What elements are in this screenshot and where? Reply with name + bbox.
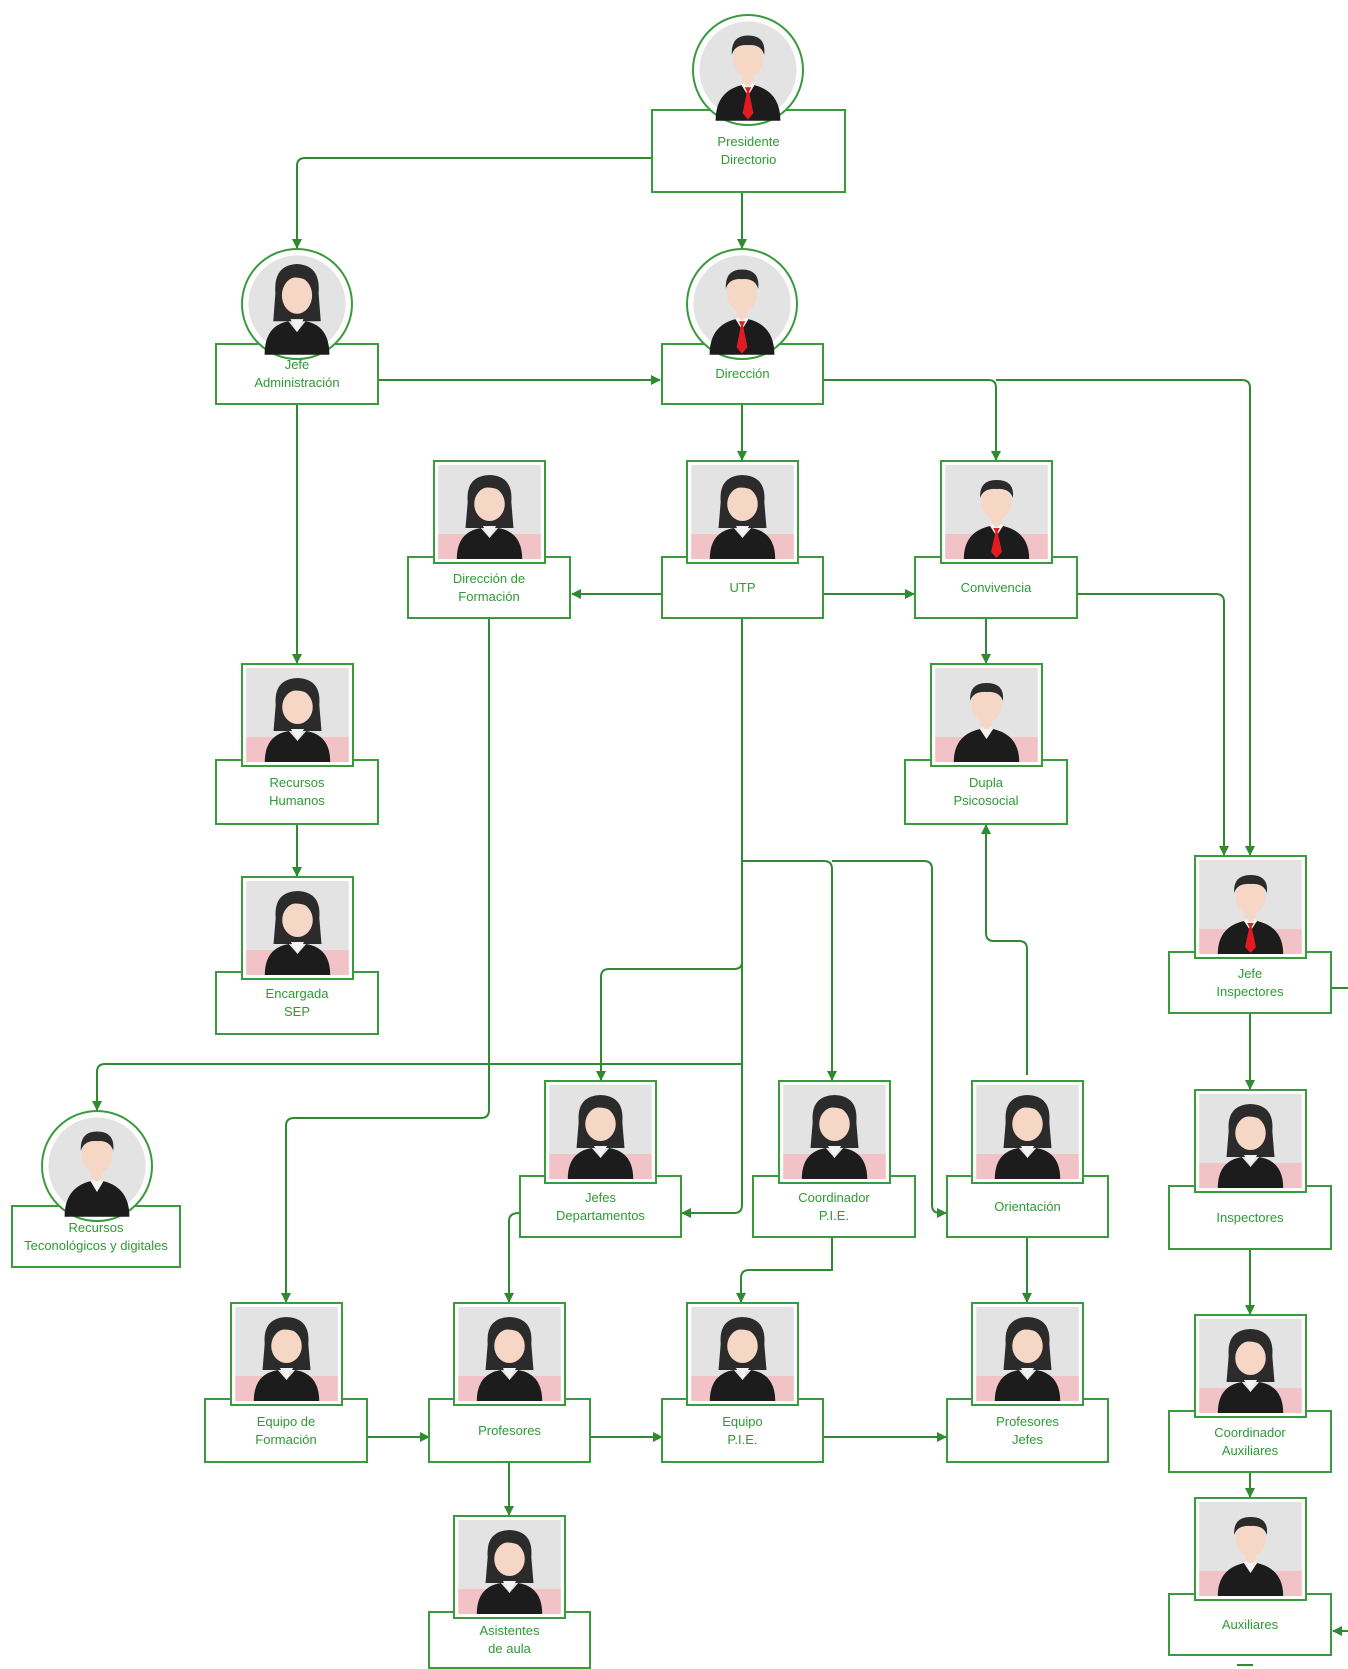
connector [92, 1063, 742, 1111]
female-avatar-icon [1194, 1314, 1307, 1418]
male-avatar-icon [930, 663, 1043, 767]
female-avatar-icon [1194, 1089, 1307, 1193]
female-avatar-icon [433, 460, 546, 564]
node-profesores[interactable]: Profesores [428, 1398, 591, 1463]
connector [596, 961, 743, 1081]
connector [292, 157, 651, 249]
connector [1077, 593, 1229, 856]
node-jefe-insp[interactable]: Jefe Inspectores [1168, 951, 1332, 1014]
node-equipo-pie[interactable]: Equipo P.I.E. [661, 1398, 824, 1463]
connector [832, 860, 947, 1218]
node-rrhh[interactable]: Recursos Humanos [215, 759, 379, 825]
connector [996, 379, 1255, 856]
node-convivencia[interactable]: Convivencia [914, 556, 1078, 619]
node-coord-pie[interactable]: Coordinador P.I.E. [752, 1175, 916, 1238]
node-inspectores[interactable]: Inspectores [1168, 1185, 1332, 1250]
male-avatar-icon [41, 1110, 153, 1222]
female-avatar-icon [971, 1302, 1084, 1406]
node-asistentes[interactable]: Asistentes de aula [428, 1611, 591, 1669]
female-avatar-icon [453, 1515, 566, 1619]
connector [736, 1238, 833, 1303]
connector [504, 1212, 520, 1303]
node-jefes-dep[interactable]: Jefes Departamentos [519, 1175, 682, 1238]
connector [824, 379, 1001, 461]
node-utp[interactable]: UTP [661, 556, 824, 619]
male-avatar-icon [1194, 1497, 1307, 1601]
node-auxiliares[interactable]: Auxiliares [1168, 1593, 1332, 1656]
female-avatar-icon [241, 248, 353, 360]
node-coord-aux[interactable]: Coordinador Auxiliares [1168, 1410, 1332, 1473]
female-avatar-icon [241, 876, 354, 980]
female-avatar-icon [686, 1302, 799, 1406]
female-avatar-icon [544, 1080, 657, 1184]
female-avatar-icon [971, 1080, 1084, 1184]
connector [281, 619, 490, 1303]
node-prof-jefes[interactable]: Profesores Jefes [946, 1398, 1109, 1463]
female-avatar-icon [686, 460, 799, 564]
male-tie-avatar-icon [692, 14, 804, 126]
node-dupla[interactable]: Dupla Psicosocial [904, 759, 1068, 825]
connector [742, 860, 837, 1081]
node-orientacion[interactable]: Orientación [946, 1175, 1109, 1238]
node-equipo-form[interactable]: Equipo de Formación [204, 1398, 368, 1463]
male-tie-avatar-icon [940, 460, 1053, 564]
node-recursos-tec[interactable]: Recursos Teconológicos y digitales [11, 1205, 181, 1268]
connector [981, 824, 1028, 1075]
node-formacion[interactable]: Dirección de Formación [407, 556, 571, 619]
female-avatar-icon [241, 663, 354, 767]
male-tie-avatar-icon [1194, 855, 1307, 959]
connector [681, 619, 743, 1218]
female-avatar-icon [230, 1302, 343, 1406]
male-tie-avatar-icon [686, 248, 798, 360]
node-sep[interactable]: Encargada SEP [215, 971, 379, 1035]
female-avatar-icon [453, 1302, 566, 1406]
female-avatar-icon [778, 1080, 891, 1184]
